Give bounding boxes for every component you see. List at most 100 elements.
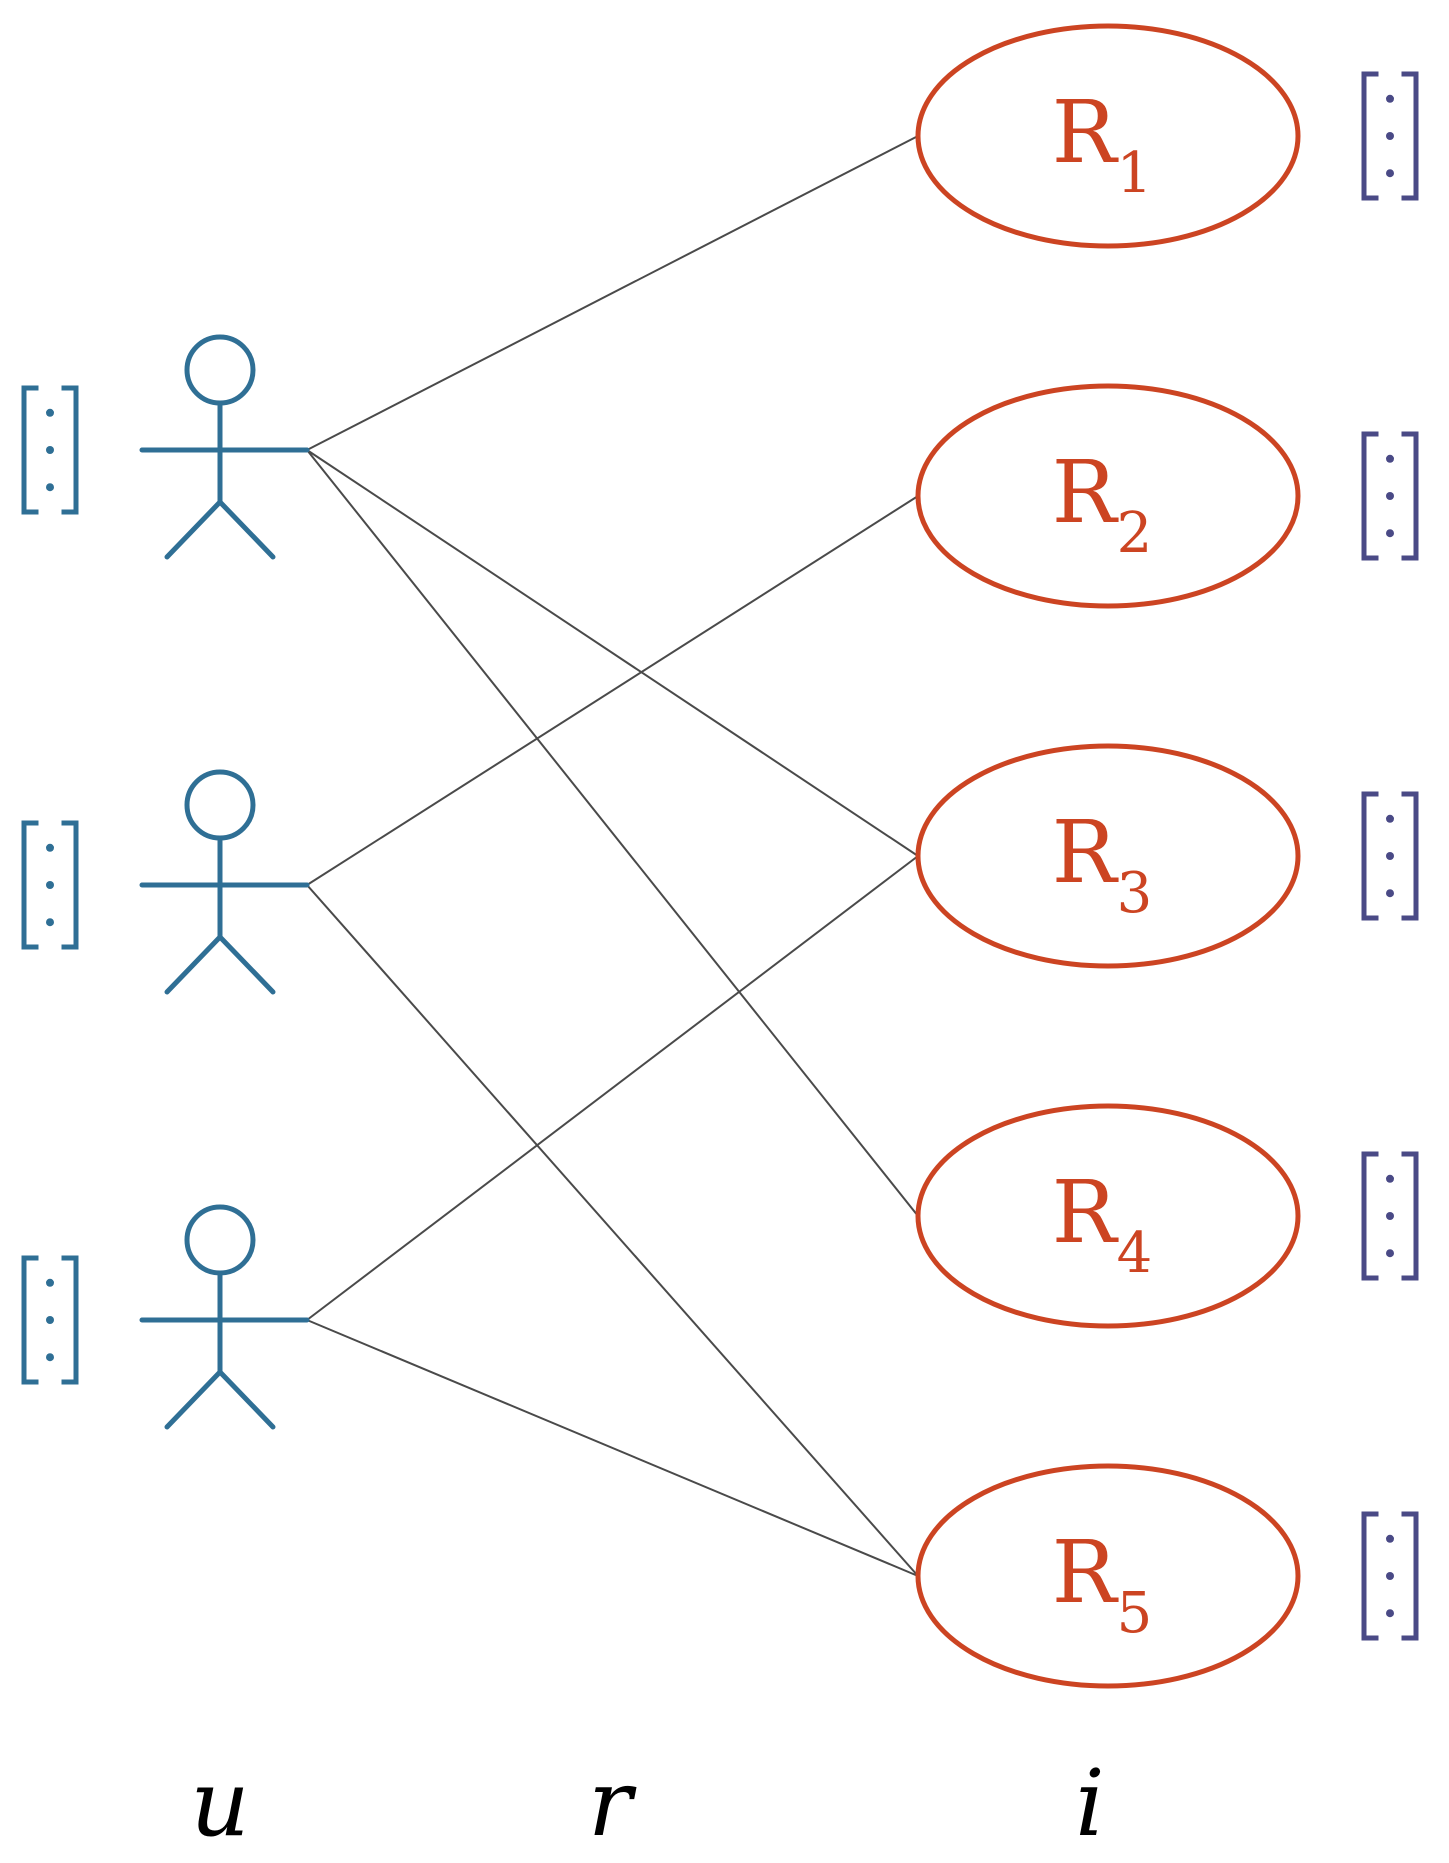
- vector-dot-1: [1386, 1534, 1394, 1543]
- item-letter: R: [1052, 1523, 1119, 1623]
- vector-dot-2: [1386, 132, 1394, 140]
- vector-dot-1: [46, 1278, 54, 1287]
- person-icon: [139, 1204, 310, 1430]
- item-node-1: R1: [915, 23, 1419, 249]
- item-label: R4: [1052, 1163, 1152, 1286]
- vector-dot-3: [1386, 529, 1394, 538]
- user-node-2: [21, 769, 310, 995]
- vector-right-bracket: [1401, 791, 1419, 921]
- vector-left-bracket: [1361, 71, 1379, 201]
- edge-2-5: [306, 884, 919, 1577]
- user-column-label: u: [190, 1750, 249, 1857]
- person-left-leg: [164, 499, 223, 560]
- vector-dot-1: [1386, 814, 1394, 823]
- user-vector-icon: [21, 385, 79, 515]
- item-vector-icon: [1361, 71, 1419, 201]
- item-letter: R: [1052, 803, 1119, 903]
- vector-left-bracket: [21, 385, 39, 515]
- item-letter: R: [1052, 443, 1119, 543]
- edges-layer: [306, 135, 919, 1577]
- vector-dot-1: [1386, 94, 1394, 103]
- vector-dot-2: [46, 1316, 54, 1324]
- item-node-4: R4: [915, 1103, 1419, 1329]
- item-ellipse: [915, 1463, 1301, 1689]
- vector-dot-2: [46, 446, 54, 454]
- vector-left-bracket: [21, 820, 39, 950]
- item-subscript: 4: [1117, 1221, 1153, 1286]
- vector-dot-2: [1386, 492, 1394, 500]
- vector-left-bracket: [1361, 1511, 1379, 1641]
- edge-3-3: [306, 855, 919, 1321]
- item-label: R3: [1052, 803, 1152, 926]
- user-vector-icon: [21, 820, 79, 950]
- vector-dot-1: [46, 408, 54, 417]
- item-letter: R: [1052, 1163, 1119, 1263]
- vector-dot-3: [46, 483, 54, 492]
- item-column-label: i: [1075, 1750, 1104, 1857]
- vector-dot-1: [1386, 1174, 1394, 1183]
- item-subscript: 3: [1117, 861, 1153, 926]
- item-ellipse: [915, 1103, 1301, 1329]
- person-right-leg: [217, 934, 276, 995]
- edge-2-2: [306, 495, 919, 886]
- item-label: R5: [1052, 1523, 1152, 1646]
- item-ellipse: [915, 23, 1301, 249]
- item-vector-icon: [1361, 1511, 1419, 1641]
- person-head: [184, 1204, 256, 1276]
- person-right-leg: [217, 499, 276, 560]
- relation-column-label: r: [588, 1750, 637, 1857]
- vector-right-bracket: [61, 1255, 79, 1385]
- person-head: [184, 769, 256, 841]
- item-node-3: R3: [915, 743, 1419, 969]
- vector-dot-2: [1386, 1572, 1394, 1580]
- vector-right-bracket: [61, 820, 79, 950]
- item-vector-icon: [1361, 791, 1419, 921]
- vector-dot-3: [46, 1353, 54, 1362]
- vector-right-bracket: [1401, 431, 1419, 561]
- person-icon: [139, 334, 310, 560]
- item-subscript: 2: [1117, 501, 1153, 566]
- vector-left-bracket: [1361, 431, 1379, 561]
- item-label: R1: [1052, 83, 1152, 206]
- item-letter: R: [1052, 83, 1119, 183]
- person-head: [184, 334, 256, 406]
- edge-3-5: [306, 1319, 919, 1577]
- edge-1-4: [306, 449, 919, 1217]
- item-label: R2: [1052, 443, 1152, 566]
- vector-dot-2: [1386, 1212, 1394, 1220]
- person-left-leg: [164, 1369, 223, 1430]
- vector-left-bracket: [1361, 1151, 1379, 1281]
- vector-right-bracket: [1401, 1511, 1419, 1641]
- vector-right-bracket: [1401, 1151, 1419, 1281]
- item-ellipse: [915, 383, 1301, 609]
- item-vector-icon: [1361, 1151, 1419, 1281]
- item-ellipse: [915, 743, 1301, 969]
- edge-1-1: [306, 135, 919, 451]
- vector-left-bracket: [1361, 791, 1379, 921]
- edge-1-3: [306, 449, 919, 857]
- vector-left-bracket: [21, 1255, 39, 1385]
- person-icon: [139, 769, 310, 995]
- vector-dot-3: [1386, 1609, 1394, 1618]
- vector-right-bracket: [1401, 71, 1419, 201]
- vector-dot-2: [1386, 852, 1394, 860]
- vector-dot-3: [1386, 169, 1394, 178]
- user-node-1: [21, 334, 310, 560]
- vector-dot-3: [1386, 1249, 1394, 1258]
- user-vector-icon: [21, 1255, 79, 1385]
- vector-dot-1: [1386, 454, 1394, 463]
- vector-dot-3: [1386, 889, 1394, 898]
- vector-dot-1: [46, 843, 54, 852]
- item-vector-icon: [1361, 431, 1419, 561]
- user-node-3: [21, 1204, 310, 1430]
- person-left-leg: [164, 934, 223, 995]
- users-layer: [21, 334, 310, 1430]
- item-node-2: R2: [915, 383, 1419, 609]
- person-right-leg: [217, 1369, 276, 1430]
- vector-dot-3: [46, 918, 54, 927]
- item-subscript: 5: [1117, 1581, 1153, 1646]
- vector-right-bracket: [61, 385, 79, 515]
- vector-dot-2: [46, 881, 54, 889]
